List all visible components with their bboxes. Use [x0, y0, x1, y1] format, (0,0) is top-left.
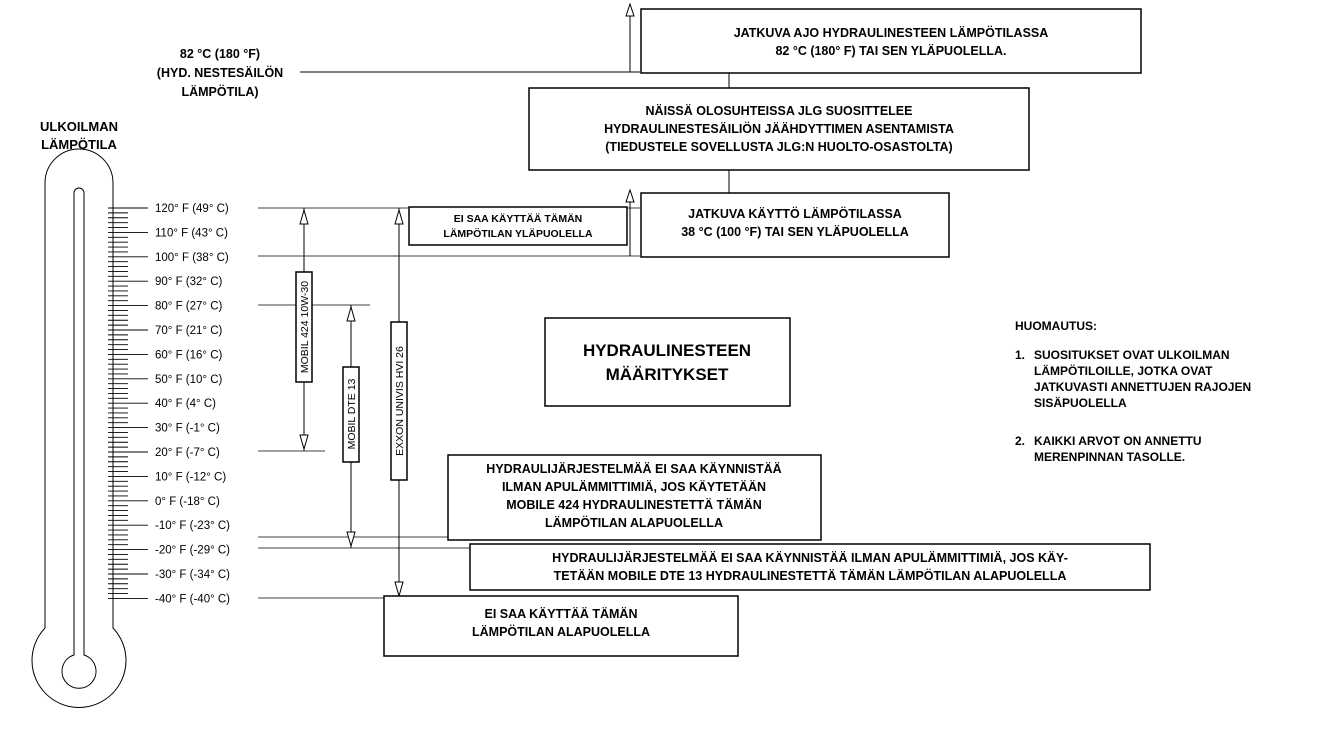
- page-title-line-1: HYDRAULINESTEEN: [583, 341, 751, 360]
- svg-text:38 °C (100 °F) TAI SEN YLÄPUOL: 38 °C (100 °F) TAI SEN YLÄPUOLELLA: [681, 224, 909, 239]
- note-1-line: SUOSITUKSET OVAT ULKOILMAN: [1034, 348, 1230, 362]
- svg-text:MOBILE 424 HYDRAULINESTETTÄ TÄ: MOBILE 424 HYDRAULINESTETTÄ TÄMÄN: [506, 497, 762, 512]
- outside-temp-line-1: ULKOILMAN: [40, 119, 118, 134]
- svg-text:HYDRAULIJÄRJESTELMÄÄ EI SAA KÄ: HYDRAULIJÄRJESTELMÄÄ EI SAA KÄYNNISTÄÄ I…: [552, 550, 1068, 565]
- svg-text:LÄMPÖTILAN YLÄPUOLELLA: LÄMPÖTILAN YLÄPUOLELLA: [443, 227, 593, 240]
- note-2-line: MERENPINNAN TASOLLE.: [1034, 450, 1185, 464]
- range-arrow-mobil-dte13: MOBIL DTE 13: [342, 305, 360, 548]
- scale-label: 70° F (21° C): [155, 325, 223, 337]
- svg-text:EI SAA KÄYTTÄÄ TÄMÄN: EI SAA KÄYTTÄÄ TÄMÄN: [484, 606, 637, 621]
- svg-text:82 °C (180° F) TAI SEN YLÄPUOL: 82 °C (180° F) TAI SEN YLÄPUOLELLA.: [775, 43, 1006, 58]
- scale-label: -40° F (-40° C): [155, 593, 230, 605]
- thermometer-icon: [31, 148, 127, 708]
- scale-label: 20° F (-7° C): [155, 447, 220, 459]
- scale-label: 90° F (32° C): [155, 276, 223, 288]
- mobil-dte13-label: MOBIL DTE 13: [346, 378, 358, 449]
- exxon-univis-label: EXXON UNIVIS HVI 26: [394, 346, 406, 456]
- box-title: HYDRAULINESTEEN MÄÄRITYKSET: [544, 317, 791, 407]
- scale-label: 40° F (4° C): [155, 398, 216, 410]
- note-2-number: 2.: [1015, 434, 1025, 448]
- box-not-below: EI SAA KÄYTTÄÄ TÄMÄN LÄMPÖTILAN ALAPUOLE…: [383, 595, 739, 657]
- svg-text:TETÄÄN MOBILE DTE 13 HYDRAULIN: TETÄÄN MOBILE DTE 13 HYDRAULINESTETTÄ TÄ…: [554, 568, 1067, 583]
- note-1-line: SISÄPUOLELLA: [1034, 395, 1127, 410]
- svg-text:LÄMPÖTILAN ALAPUOLELLA: LÄMPÖTILAN ALAPUOLELLA: [545, 515, 723, 530]
- svg-text:LÄMPÖTILAN ALAPUOLELLA: LÄMPÖTILAN ALAPUOLELLA: [472, 624, 650, 639]
- svg-text:EI SAA KÄYTTÄÄ TÄMÄN: EI SAA KÄYTTÄÄ TÄMÄN: [454, 212, 583, 225]
- svg-text:JATKUVA KÄYTTÖ LÄMPÖTILASSA: JATKUVA KÄYTTÖ LÄMPÖTILASSA: [688, 206, 902, 221]
- range-arrow-exxon-univis: EXXON UNIVIS HVI 26: [390, 208, 408, 598]
- scale-label: 10° F (-12° C): [155, 471, 226, 483]
- scale-label: 110° F (43° C): [155, 227, 228, 239]
- thermometer-scale-ticks: [108, 207, 148, 599]
- svg-text:HYDRAULIJÄRJESTELMÄÄ EI SAA KÄ: HYDRAULIJÄRJESTELMÄÄ EI SAA KÄYNNISTÄÄ: [486, 461, 781, 476]
- notes: HUOMAUTUS: 1. SUOSITUKSET OVAT ULKOILMAN…: [1015, 319, 1251, 464]
- scale-label: 0° F (-18° C): [155, 496, 220, 508]
- box-no-start-mobil-dte13: HYDRAULIJÄRJESTELMÄÄ EI SAA KÄYNNISTÄÄ I…: [469, 543, 1151, 591]
- scale-label: -20° F (-29° C): [155, 545, 230, 557]
- box-no-start-mobil-424: HYDRAULIJÄRJESTELMÄÄ EI SAA KÄYNNISTÄÄ I…: [447, 454, 822, 541]
- up-arrow-82-head: [625, 2, 635, 17]
- svg-text:ILMAN APULÄMMITTIMIÄ, JOS KÄYT: ILMAN APULÄMMITTIMIÄ, JOS KÄYTETÄÄN: [502, 479, 766, 494]
- box-not-above: EI SAA KÄYTTÄÄ TÄMÄN LÄMPÖTILAN YLÄPUOLE…: [408, 206, 628, 246]
- scale-label: 80° F (27° C): [155, 301, 223, 313]
- thermometer-scale-labels: 120° F (49° C) 110° F (43° C) 100° F (38° …: [155, 203, 230, 605]
- mobil-424-label: MOBIL 424 10W-30: [299, 281, 311, 373]
- note-1-line: JATKUVASTI ANNETTUJEN RAJOJEN: [1034, 380, 1251, 394]
- note-1-line: LÄMPÖTILOILLE, JOTKA OVAT: [1034, 363, 1213, 378]
- scale-label: 50° F (10° C): [155, 374, 223, 386]
- svg-text:HYDRAULINESTESÄILIÖN JÄÄHDYTTI: HYDRAULINESTESÄILIÖN JÄÄHDYTTIMEN ASENTA…: [604, 121, 954, 136]
- scale-label: -10° F (-23° C): [155, 520, 230, 532]
- temp-82-label: 82 °C (180 °F) (HYD. NESTESÄILÖN LÄMPÖTI…: [157, 47, 283, 99]
- svg-text:JATKUVA AJO HYDRAULINESTEEN LÄ: JATKUVA AJO HYDRAULINESTEEN LÄMPÖTILASSA: [734, 25, 1049, 40]
- box-continuous-38: JATKUVA KÄYTTÖ LÄMPÖTILASSA 38 °C (100 °…: [640, 192, 950, 258]
- up-arrow-38-head: [625, 188, 635, 203]
- scale-label: 30° F (-1° C): [155, 423, 220, 435]
- scale-label: 100° F (38° C): [155, 252, 229, 264]
- note-2-line: KAIKKI ARVOT ON ANNETTU: [1034, 434, 1202, 448]
- svg-text:(TIEDUSTELE SOVELLUSTA JLG:N H: (TIEDUSTELE SOVELLUSTA JLG:N HUOLTO-OSAS…: [605, 140, 952, 154]
- box-continuous-82: JATKUVA AJO HYDRAULINESTEEN LÄMPÖTILASSA…: [640, 8, 1142, 74]
- note-1-number: 1.: [1015, 348, 1025, 362]
- temp-82-line-1: 82 °C (180 °F): [180, 47, 260, 61]
- temp-82-line-3: LÄMPÖTILA): [181, 84, 258, 99]
- temp-82-line-2: (HYD. NESTESÄILÖN: [157, 65, 283, 80]
- scale-label: 60° F (16° C): [155, 349, 223, 361]
- scale-label: -30° F (-34° C): [155, 569, 230, 581]
- box-cooler-recommendation: NÄISSÄ OLOSUHTEISSA JLG SUOSITTELEE HYDR…: [528, 87, 1030, 171]
- range-arrow-mobil-424: MOBIL 424 10W-30: [295, 208, 313, 451]
- outside-temp-line-2: LÄMPÖTILA: [41, 137, 117, 152]
- page-title-line-2: MÄÄRITYKSET: [606, 365, 729, 384]
- notes-heading: HUOMAUTUS:: [1015, 319, 1097, 333]
- svg-text:NÄISSÄ OLOSUHTEISSA JLG SUOSIT: NÄISSÄ OLOSUHTEISSA JLG SUOSITTELEE: [646, 103, 913, 118]
- scale-label: 120° F (49° C): [155, 203, 229, 215]
